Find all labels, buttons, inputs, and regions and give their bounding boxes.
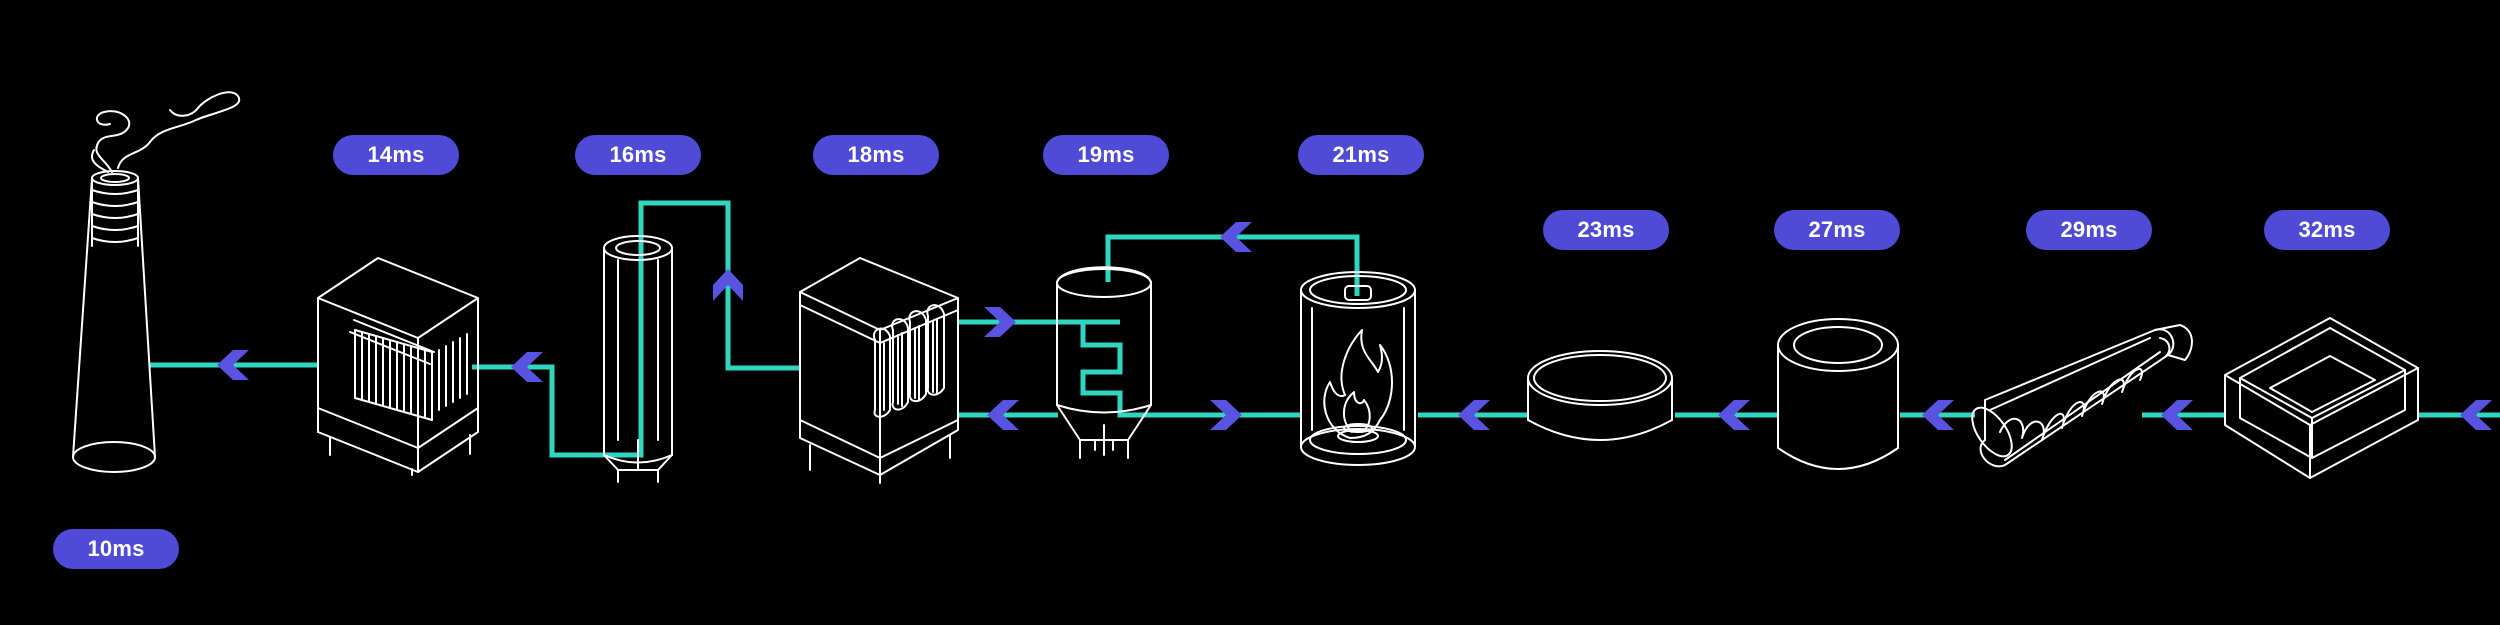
smokestack-icon (72, 91, 241, 473)
flame-chamber-icon (1300, 271, 1416, 466)
latency-badge-bag-filter: 18ms (813, 135, 939, 175)
latency-badge-flat-tank: 23ms (1543, 210, 1669, 250)
pipe-bagfilter-to-column (472, 200, 800, 458)
arrow-left-6 (987, 400, 1019, 430)
latency-badge-smokestack: 10ms (53, 529, 179, 569)
flow-arrows (217, 222, 2492, 430)
arrow-up-1 (713, 269, 743, 301)
latency-badge-screw-conveyor: 29ms (2026, 210, 2152, 250)
arrow-left-5 (1458, 400, 1490, 430)
arrow-left-7 (1220, 222, 1252, 252)
pipe-exchanger-inner-coil (1080, 319, 1150, 418)
arrow-right-2 (984, 307, 1016, 337)
latency-badge-hopper-box: 32ms (2264, 210, 2390, 250)
arrow-left-9 (217, 350, 249, 380)
arrow-right-1 (1210, 400, 1242, 430)
latency-badge-heat-exchanger: 19ms (1043, 135, 1169, 175)
screw-conveyor-icon (1971, 324, 2193, 468)
arrow-left-2 (2161, 400, 2193, 430)
arrow-left-4 (1718, 400, 1750, 430)
latency-badge-combustion-chamber: 21ms (1298, 135, 1424, 175)
arrow-left-3 (1922, 400, 1954, 430)
flat-tank-icon (1527, 350, 1673, 441)
column-tower-icon (603, 235, 673, 483)
heat-exchanger-icon (1056, 266, 1152, 459)
latency-badge-filter-housing: 14ms (333, 135, 459, 175)
latency-badge-tall-column: 16ms (575, 135, 701, 175)
ring-cylinder-icon (1777, 318, 1899, 470)
latency-badge-ring-cylinder: 27ms (1774, 210, 1900, 250)
bag-filter-icon (799, 257, 959, 484)
hopper-box-icon (2224, 317, 2419, 479)
arrow-left-8 (511, 352, 543, 382)
arrow-left-1 (2460, 400, 2492, 430)
filter-housing-icon (317, 257, 479, 476)
